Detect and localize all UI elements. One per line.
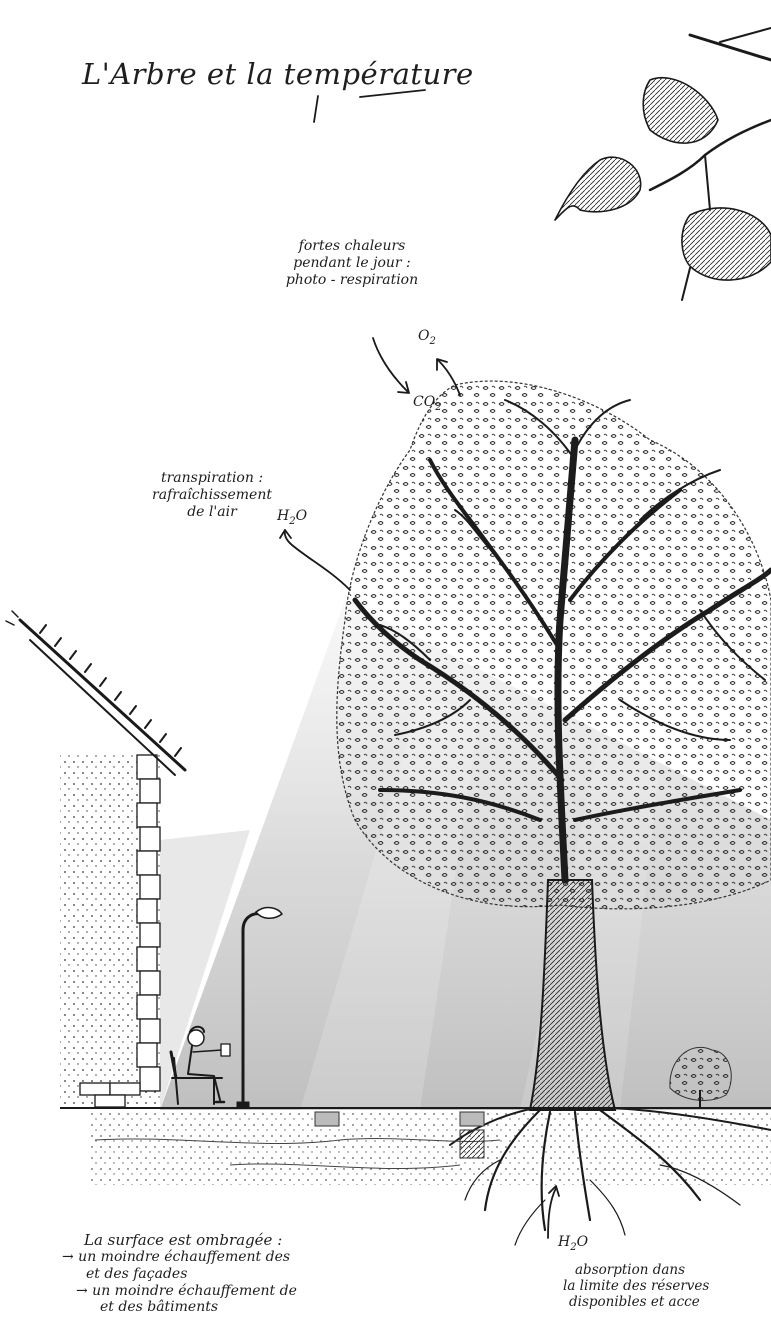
leafy-branch — [555, 28, 771, 300]
h2o-absorption-label: H2O — [558, 1234, 588, 1253]
arrow-to-h2o-root — [548, 1188, 556, 1238]
absorption-line-2: la limite des réserves — [563, 1278, 709, 1294]
house-roof — [6, 611, 185, 775]
surface-line-3: et des façades — [62, 1266, 297, 1283]
photo-respiration-line-1: fortes chaleurs — [252, 238, 452, 255]
o2-base: O — [418, 328, 429, 344]
surface-line-5: et des bâtiments — [62, 1299, 297, 1316]
arrow-to-h2o-top — [285, 530, 350, 590]
h2o-root-a: H — [558, 1234, 570, 1250]
co2-sub: 2 — [435, 402, 441, 413]
page-title: L'Arbre et la température — [82, 58, 474, 91]
transpiration-line-1: transpiration : — [142, 470, 282, 487]
h2o-top-b: O — [296, 508, 307, 524]
co2-base: CO — [413, 394, 435, 410]
o2-label: O2 — [418, 328, 436, 347]
surface-line-2: → un moindre échauffement des — [62, 1249, 297, 1266]
h2o-transpiration-label: H2O — [277, 508, 307, 527]
h2o-top-a: H — [277, 508, 289, 524]
photo-respiration-line-2: pendant le jour : — [252, 255, 452, 272]
transpiration-label: transpiration : rafraîchissement de l'ai… — [142, 470, 282, 520]
absorption-note: absorption dans la limite des réserves d… — [575, 1262, 709, 1311]
transpiration-line-2: rafraîchissement — [142, 487, 282, 504]
house-wall — [60, 755, 160, 1107]
absorption-line-3: disponibles et acce — [569, 1294, 709, 1310]
photo-respiration-line-3: photo - respiration — [252, 272, 452, 289]
surface-shade-note: La surface est ombragée : → un moindre é… — [62, 1231, 297, 1316]
h2o-root-b: O — [577, 1234, 588, 1250]
arrow-to-co2 — [373, 338, 408, 392]
co2-label: CO2 — [413, 394, 442, 413]
surface-line-4: → un moindre échauffement de — [62, 1283, 297, 1300]
title-underline — [314, 90, 425, 122]
o2-sub: 2 — [429, 336, 435, 347]
absorption-line-1: absorption dans — [575, 1262, 709, 1278]
photo-respiration-label: fortes chaleurs pendant le jour : photo … — [252, 238, 452, 288]
transpiration-line-3: de l'air — [142, 504, 282, 521]
surface-line-1: La surface est ombragée : — [62, 1231, 297, 1249]
ground — [60, 1108, 771, 1185]
